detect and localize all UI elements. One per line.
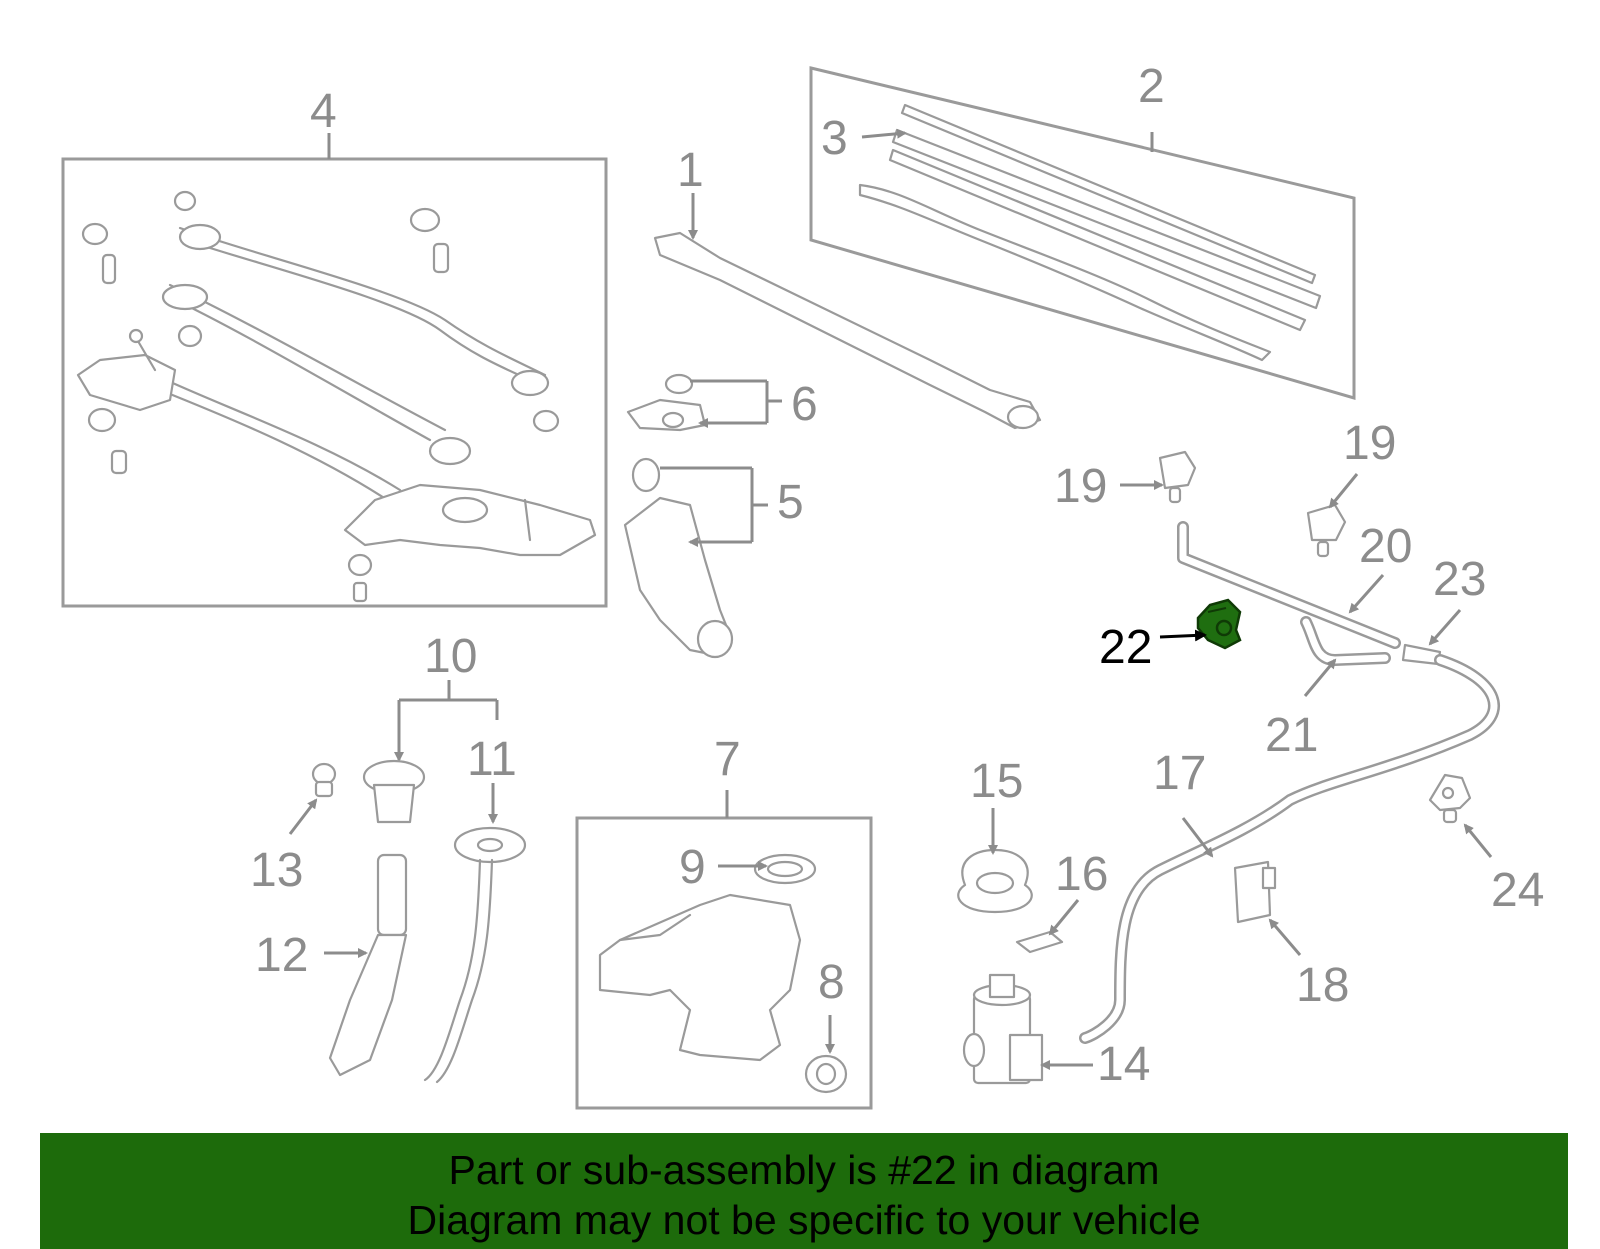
filler-gasket-tube[interactable] (423, 826, 527, 1084)
callout-5[interactable]: 5 (777, 476, 804, 529)
callout-6[interactable]: 6 (791, 378, 818, 431)
callout-16[interactable]: 16 (1055, 848, 1108, 901)
callout-22[interactable]: 22 (1099, 621, 1152, 674)
blade-box (809, 66, 1356, 400)
callout-3[interactable]: 3 (821, 112, 848, 165)
wiper-blade-assembly[interactable] (809, 66, 1356, 400)
washer-pump[interactable] (962, 973, 1044, 1085)
filler-cap[interactable] (362, 759, 426, 824)
callout-10[interactable]: 10 (424, 630, 477, 683)
hose-clip[interactable] (1428, 773, 1472, 824)
washer-nozzle-left[interactable] (1158, 450, 1197, 504)
callout-21[interactable]: 21 (1265, 709, 1318, 762)
callout-17[interactable]: 17 (1153, 747, 1206, 800)
callout-1[interactable]: 1 (677, 144, 704, 197)
callout-14[interactable]: 14 (1097, 1038, 1150, 1091)
callout-11[interactable]: 11 (467, 733, 517, 786)
callout-4[interactable]: 4 (310, 85, 337, 138)
callout-24[interactable]: 24 (1491, 864, 1544, 917)
wiper-motor[interactable] (623, 457, 734, 659)
hose-clamp[interactable] (1233, 860, 1277, 924)
callout-2[interactable]: 2 (1138, 60, 1165, 113)
callout-7[interactable]: 7 (714, 733, 741, 786)
wiper-arm[interactable] (653, 231, 1042, 430)
filler-neck[interactable] (328, 853, 408, 1077)
reservoir-box (575, 816, 873, 1110)
callout-19a[interactable]: 19 (1054, 460, 1107, 513)
washer-filter[interactable] (1015, 930, 1064, 954)
pump-grommet[interactable] (957, 848, 1033, 914)
callout-20[interactable]: 20 (1359, 520, 1412, 573)
callout-13[interactable]: 13 (250, 844, 303, 897)
footer-line-2: Diagram may not be specific to your vehi… (407, 1197, 1201, 1243)
callout-8[interactable]: 8 (818, 956, 845, 1009)
footer-banner: Part or sub-assembly is #22 in diagram D… (40, 1133, 1568, 1249)
callout-19b[interactable]: 19 (1343, 417, 1396, 470)
washer-reservoir-assembly[interactable] (575, 790, 873, 1110)
highlighted-part-22[interactable] (1196, 598, 1242, 650)
washer-hose-17[interactable] (1079, 654, 1500, 1044)
callout-18[interactable]: 18 (1296, 959, 1349, 1012)
callout-23[interactable]: 23 (1433, 553, 1486, 606)
wiper-linkage-assembly[interactable] (61, 133, 608, 608)
linkage-box (61, 157, 608, 608)
filler-clip[interactable] (311, 762, 337, 798)
pivot-cap[interactable] (626, 373, 707, 432)
washer-hose-20[interactable] (1177, 521, 1401, 649)
callout-15[interactable]: 15 (970, 755, 1023, 808)
washer-nozzle-right[interactable] (1306, 503, 1347, 558)
callout-12[interactable]: 12 (255, 929, 308, 982)
footer-line-1: Part or sub-assembly is #22 in diagram (448, 1147, 1160, 1193)
callout-9[interactable]: 9 (679, 841, 706, 894)
